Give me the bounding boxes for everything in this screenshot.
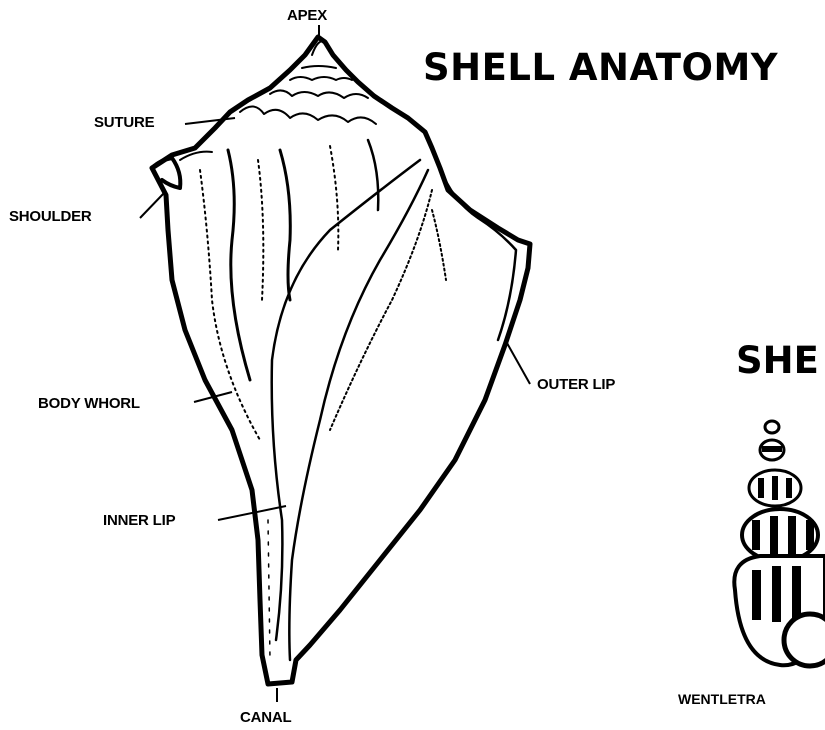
label-body-whorl: BODY WHORL — [38, 395, 140, 412]
label-inner-lip: INNER LIP — [103, 512, 175, 529]
page-title: SHELL ANATOMY — [423, 46, 778, 89]
whelk-shell-illustration — [152, 37, 530, 684]
label-suture: SUTURE — [94, 114, 154, 131]
wentletrap-caption: WENTLETRA — [678, 691, 766, 707]
label-apex: APEX — [287, 7, 327, 24]
wentletrap-shell-icon — [734, 421, 825, 666]
label-canal: CANAL — [240, 709, 292, 726]
section-title: SHE — [736, 339, 819, 382]
label-outer-lip: OUTER LIP — [537, 376, 615, 393]
label-shoulder: SHOULDER — [9, 208, 92, 225]
